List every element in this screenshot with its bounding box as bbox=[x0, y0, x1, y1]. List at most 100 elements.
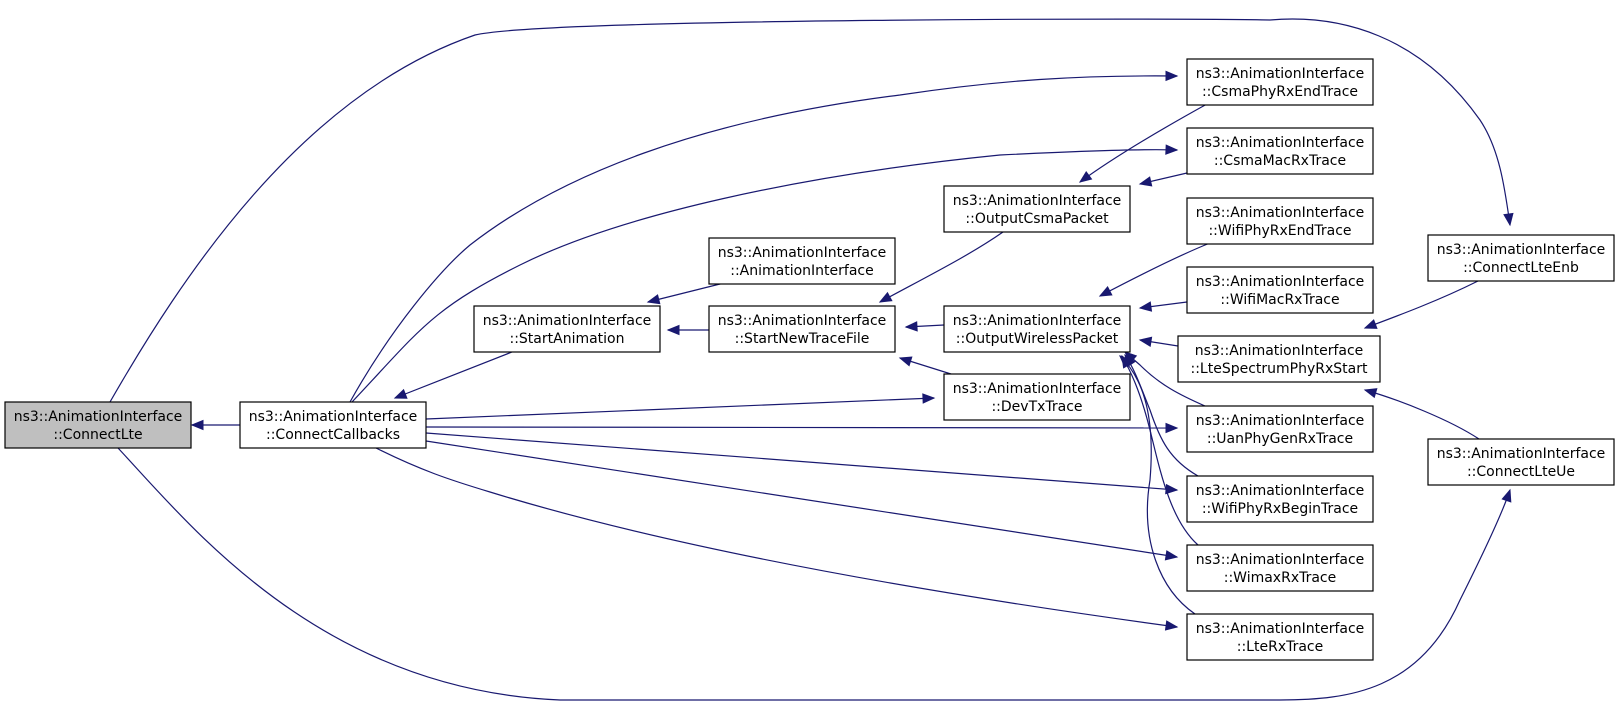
edge-connect-callbacks-to-wifi-phy-rx-begin-trace bbox=[425, 432, 1179, 495]
node-box bbox=[1186, 197, 1374, 245]
arrowhead-icon bbox=[1119, 355, 1132, 368]
node-animation-interface[interactable]: ns3::AnimationInterface::AnimationInterf… bbox=[708, 237, 896, 285]
node-method-label: ::LteRxTrace bbox=[1237, 639, 1324, 655]
edge-connect-lte-to-connect-lte-enb bbox=[109, 18, 1514, 403]
edge-line bbox=[117, 447, 1511, 701]
edge-line bbox=[1124, 351, 1206, 407]
node-method-label: ::ConnectCallbacks bbox=[266, 427, 400, 443]
node-connect-callbacks[interactable]: ns3::AnimationInterface::ConnectCallback… bbox=[239, 401, 427, 449]
arrowhead-icon bbox=[1501, 488, 1512, 503]
node-namespace-label: ns3::AnimationInterface bbox=[1196, 483, 1365, 499]
node-box bbox=[1186, 544, 1374, 592]
node-wifi-phy-rx-begin-trace[interactable]: ns3::AnimationInterface::WifiPhyRxBeginT… bbox=[1186, 475, 1374, 523]
node-connect-lte-enb[interactable]: ns3::AnimationInterface::ConnectLteEnb bbox=[1427, 234, 1615, 282]
arrowhead-icon bbox=[1165, 144, 1179, 155]
arrowhead-icon bbox=[666, 324, 680, 336]
graph-edges bbox=[109, 18, 1514, 701]
edge-line bbox=[109, 18, 1511, 403]
arrowhead-icon bbox=[1503, 212, 1514, 227]
node-namespace-label: ns3::AnimationInterface bbox=[718, 313, 887, 329]
node-start-new-trace-file[interactable]: ns3::AnimationInterface::StartNewTraceFi… bbox=[708, 305, 896, 353]
edge-line bbox=[1364, 389, 1480, 440]
edge-line bbox=[1099, 242, 1211, 297]
edge-connect-callbacks-to-csma-phy-rx-end-trace bbox=[349, 70, 1179, 403]
node-method-label: ::ConnectLteUe bbox=[1467, 464, 1575, 480]
node-box bbox=[1186, 613, 1374, 661]
arrowhead-icon bbox=[898, 356, 913, 367]
node-box bbox=[708, 305, 896, 353]
node-namespace-label: ns3::AnimationInterface bbox=[953, 381, 1122, 397]
arrowhead-icon bbox=[878, 291, 893, 303]
node-box bbox=[943, 185, 1131, 233]
node-box bbox=[1186, 475, 1374, 523]
node-namespace-label: ns3::AnimationInterface bbox=[1196, 274, 1365, 290]
node-output-wireless-packet[interactable]: ns3::AnimationInterface::OutputWirelessP… bbox=[943, 305, 1131, 353]
edge-connect-callbacks-to-dev-tx-trace bbox=[425, 393, 936, 420]
node-dev-tx-trace[interactable]: ns3::AnimationInterface::DevTxTrace bbox=[943, 373, 1131, 421]
arrowhead-icon bbox=[1138, 176, 1153, 187]
node-box bbox=[708, 237, 896, 285]
arrowhead-icon bbox=[922, 393, 936, 404]
edge-line bbox=[425, 426, 1178, 429]
edge-output-wireless-packet-to-lte-spectrum-phy-rx-start bbox=[1138, 336, 1179, 348]
node-namespace-label: ns3::AnimationInterface bbox=[1437, 242, 1606, 258]
node-method-label: ::OutputWirelessPacket bbox=[956, 331, 1119, 347]
node-method-label: ::WifiPhyRxEndTrace bbox=[1208, 223, 1351, 239]
edge-output-csma-packet-to-csma-phy-rx-end-trace bbox=[1078, 103, 1208, 183]
node-method-label: ::StartAnimation bbox=[509, 331, 624, 347]
node-namespace-label: ns3::AnimationInterface bbox=[1437, 446, 1606, 462]
node-method-label: ::ConnectLteEnb bbox=[1463, 260, 1579, 276]
edge-start-animation-to-animation-interface bbox=[646, 281, 729, 305]
edge-line bbox=[1079, 103, 1208, 183]
arrowhead-icon bbox=[1164, 550, 1179, 561]
node-wifi-mac-rx-trace[interactable]: ns3::AnimationInterface::WifiMacRxTrace bbox=[1186, 266, 1374, 314]
node-method-label: ::OutputCsmaPacket bbox=[965, 211, 1109, 227]
arrowhead-icon bbox=[1363, 319, 1378, 329]
node-box bbox=[1186, 266, 1374, 314]
node-namespace-label: ns3::AnimationInterface bbox=[1196, 413, 1365, 429]
node-method-label: ::CsmaPhyRxEndTrace bbox=[1202, 84, 1358, 100]
edge-output-wireless-packet-to-lte-rx-trace bbox=[1119, 355, 1196, 615]
node-lte-rx-trace[interactable]: ns3::AnimationInterface::LteRxTrace bbox=[1186, 613, 1374, 661]
edge-connect-callbacks-to-wimax-rx-trace bbox=[425, 440, 1179, 561]
node-uan-phy-gen-rx-trace[interactable]: ns3::AnimationInterface::UanPhyGenRxTrac… bbox=[1186, 405, 1374, 453]
node-connect-lte-ue[interactable]: ns3::AnimationInterface::ConnectLteUe bbox=[1427, 438, 1615, 486]
node-method-label: ::StartNewTraceFile bbox=[735, 331, 870, 347]
node-lte-spectrum-phy-rx-start[interactable]: ns3::AnimationInterface::LteSpectrumPhyR… bbox=[1177, 335, 1381, 383]
edge-line bbox=[1121, 355, 1199, 546]
node-namespace-label: ns3::AnimationInterface bbox=[1196, 135, 1365, 151]
arrowhead-icon bbox=[1165, 422, 1179, 434]
arrowhead-icon bbox=[190, 419, 204, 431]
edge-line bbox=[1119, 355, 1196, 615]
arrowhead-icon bbox=[1078, 171, 1093, 183]
node-output-csma-packet[interactable]: ns3::AnimationInterface::OutputCsmaPacke… bbox=[943, 185, 1131, 233]
edge-line bbox=[647, 281, 729, 303]
node-method-label: ::ConnectLte bbox=[53, 427, 142, 443]
edge-connect-lte-to-connect-lte-ue bbox=[117, 447, 1512, 701]
edge-line bbox=[425, 432, 1178, 491]
edge-line bbox=[375, 447, 1178, 628]
edge-line bbox=[425, 440, 1178, 558]
node-wifi-phy-rx-end-trace[interactable]: ns3::AnimationInterface::WifiPhyRxEndTra… bbox=[1186, 197, 1374, 245]
node-csma-mac-rx-trace[interactable]: ns3::AnimationInterface::CsmaMacRxTrace bbox=[1186, 127, 1374, 175]
edge-start-new-trace-file-to-output-csma-packet bbox=[878, 231, 1004, 303]
node-namespace-label: ns3::AnimationInterface bbox=[1196, 552, 1365, 568]
edge-lte-spectrum-phy-rx-start-to-connect-lte-enb bbox=[1363, 280, 1479, 329]
node-box bbox=[239, 401, 427, 449]
node-start-animation[interactable]: ns3::AnimationInterface::StartAnimation bbox=[473, 305, 661, 353]
node-csma-phy-rx-end-trace[interactable]: ns3::AnimationInterface::CsmaPhyRxEndTra… bbox=[1186, 58, 1374, 106]
node-wimax-rx-trace[interactable]: ns3::AnimationInterface::WimaxRxTrace bbox=[1186, 544, 1374, 592]
node-namespace-label: ns3::AnimationInterface bbox=[1196, 66, 1365, 82]
node-namespace-label: ns3::AnimationInterface bbox=[718, 245, 887, 261]
node-namespace-label: ns3::AnimationInterface bbox=[249, 409, 418, 425]
edge-line bbox=[1364, 280, 1479, 329]
node-method-label: ::WifiPhyRxBeginTrace bbox=[1202, 501, 1358, 517]
node-box bbox=[1427, 438, 1615, 486]
arrowhead-icon bbox=[1138, 301, 1153, 312]
node-connect-lte[interactable]: ns3::AnimationInterface::ConnectLte bbox=[4, 401, 192, 449]
edge-start-new-trace-file-to-output-wireless-packet bbox=[904, 321, 945, 332]
edge-start-new-trace-file-to-dev-tx-trace bbox=[898, 356, 952, 375]
graph-nodes: ns3::AnimationInterface::ConnectLtens3::… bbox=[4, 58, 1615, 661]
node-method-label: ::WimaxRxTrace bbox=[1224, 570, 1337, 586]
